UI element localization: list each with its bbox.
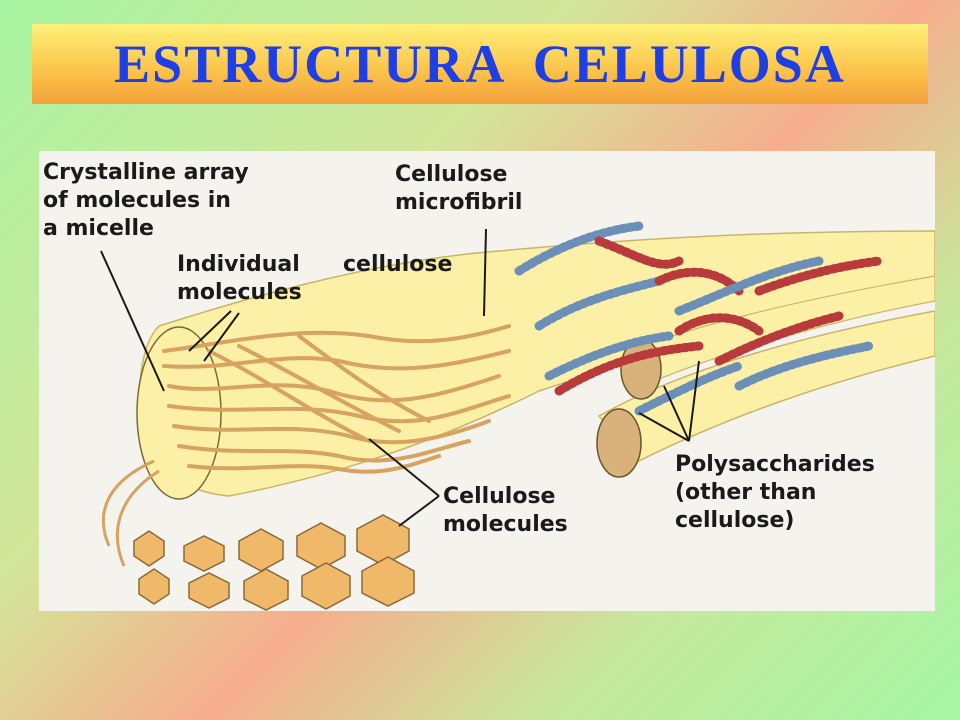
leader-lines [100,228,700,527]
branch-cross-section-2 [596,408,642,478]
label-crystalline-array-line3: a micelle [43,216,154,241]
label-cellulose-microfibril-line1: Cellulose [395,162,507,187]
label-cellulose-molecules-line2: molecules [443,512,568,537]
label-polysaccharides-line1: Polysaccharides [675,452,875,477]
cellulose-strands [162,324,511,474]
label-individual-molecules-line2: molecules [177,280,302,305]
page-title: ESTRUCTURA CELULOSA [114,34,846,94]
title-banner: ESTRUCTURA CELULOSA [32,24,928,104]
diagram-canvas: Crystalline array of molecules in a mice… [43,160,935,611]
label-polysaccharides-line2: (other than [675,480,816,505]
label-cellulose: cellulose [343,252,452,277]
label-crystalline-array-line2: of molecules in [43,188,231,213]
cellulose-diagram: Crystalline array of molecules in a mice… [39,151,935,611]
label-polysaccharides-line3: cellulose) [675,508,794,533]
label-cellulose-molecules-line1: Cellulose [443,484,555,509]
polysaccharide-chains [514,221,884,416]
micelle-cross-section [136,326,222,500]
outgoing-strands [101,459,160,567]
label-individual-molecules-line1: Individual [177,252,300,277]
label-cellulose-microfibril-line2: microfibril [395,190,522,215]
glucose-hexagon-chain [133,514,415,611]
label-crystalline-array-line1: Crystalline array [43,160,249,185]
